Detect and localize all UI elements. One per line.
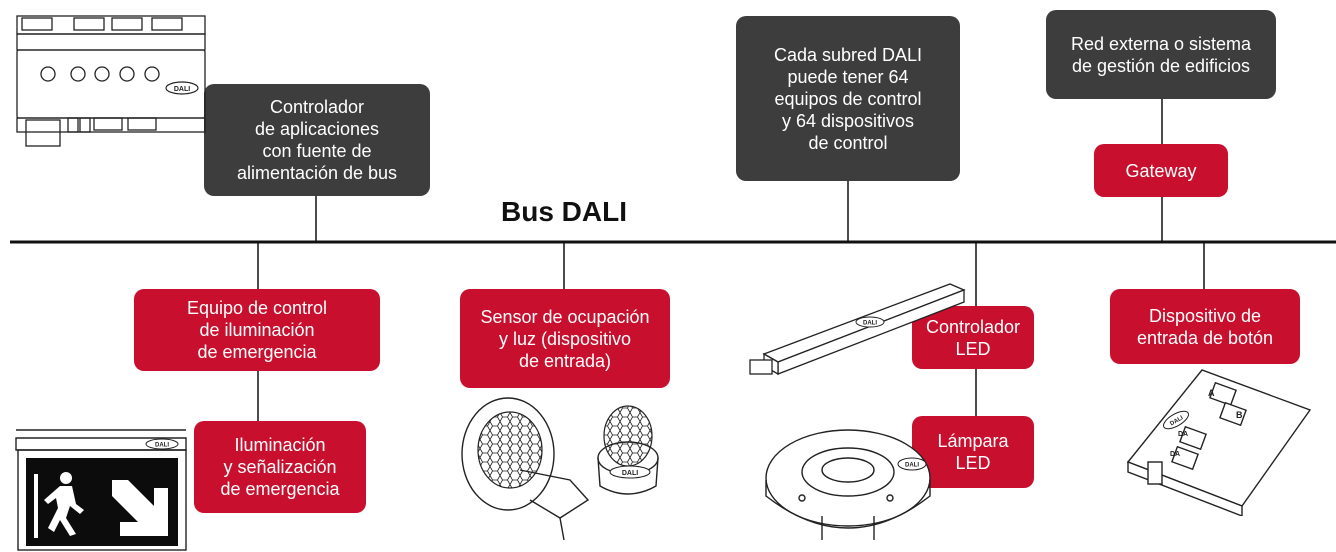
push-button-device-box: Dispositivo de entrada de botón [1110, 289, 1300, 364]
dali-logo-icon [855, 316, 885, 328]
occupancy-sensor-box: Sensor de ocupación y luz (dispositivo d… [460, 289, 670, 388]
dali-logo-icon [145, 438, 179, 450]
running-man-icon [34, 472, 84, 538]
svg-text:A: A [1208, 388, 1215, 398]
emergency-control-gear-box: Equipo de control de iluminación de emer… [134, 289, 380, 371]
svg-text:DALI: DALI [622, 470, 638, 477]
push-button-device: DALI A B DA DA [1126, 369, 1312, 516]
arrow-down-right-icon [112, 480, 168, 536]
dali-logo-icon [609, 465, 651, 479]
external-network-box: Red externa o sistema de gestión de edif… [1046, 10, 1276, 99]
led-driver-device: DALI [749, 283, 966, 376]
occupancy-sensor-device: DALI [461, 397, 659, 541]
application-controller-box: Controlador de aplicaciones con fuente d… [204, 84, 430, 196]
svg-text:DA: DA [1178, 431, 1188, 438]
dali-logo-icon [897, 457, 927, 471]
dali-logo-icon [165, 81, 199, 95]
led-controller-box: Controlador LED [912, 306, 1034, 369]
svg-text:B: B [1236, 410, 1243, 420]
led-lamp-box: Lámpara LED [912, 416, 1034, 488]
svg-text:DALI: DALI [174, 86, 190, 93]
subnet-info-box: Cada subred DALI puede tener 64 equipos … [736, 16, 960, 181]
emergency-lighting-box: Iluminación y señalización de emergencia [194, 421, 366, 513]
led-lamp-device: DALI [765, 429, 931, 540]
gateway-box: Gateway [1094, 144, 1228, 197]
din-controller-device: DALI [16, 15, 206, 147]
bus-label: Bus DALI [501, 196, 627, 227]
svg-text:DALI: DALI [863, 321, 877, 327]
svg-text:DALI: DALI [905, 463, 919, 469]
dali-logo-icon [1163, 410, 1189, 430]
svg-text:DA: DA [1170, 451, 1180, 458]
svg-text:DALI: DALI [155, 443, 169, 449]
exit-sign-device: DALI [15, 429, 187, 551]
